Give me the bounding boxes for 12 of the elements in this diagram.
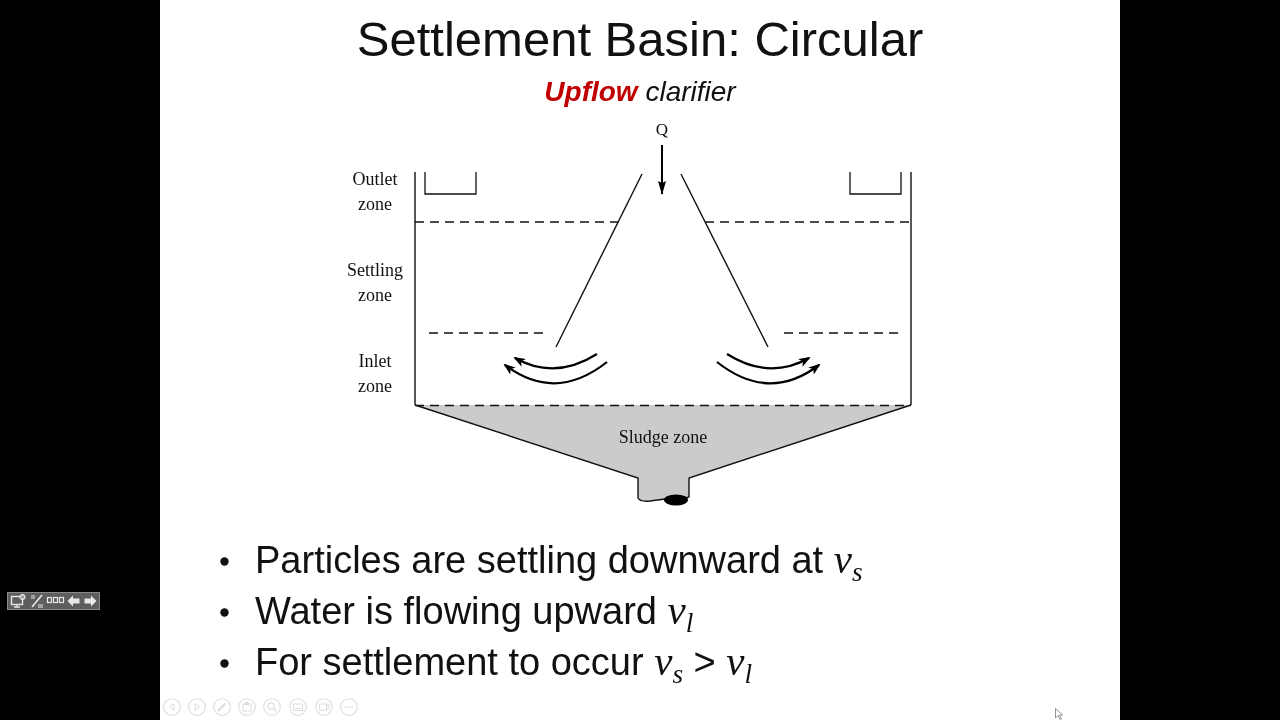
- bullet-text: For settlement to occur v$_{s}$ > v$_{l}$: [255, 637, 753, 686]
- feed-well: [555, 173, 769, 348]
- zone-label: Sludge zone: [618, 426, 708, 448]
- bullet-text: Water is flowing upward v$_{l}$: [255, 586, 694, 635]
- zone-label: Outlet zone: [352, 168, 398, 216]
- arrow: [658, 144, 666, 195]
- bullet-text: Particles are settling downward at v$_{s}$: [255, 535, 863, 584]
- zone-label: Settling zone: [347, 259, 403, 307]
- zone-label: Inlet zone: [358, 350, 392, 398]
- flow-label: Q: [655, 119, 669, 140]
- slide-title: Settlement Basin: Circular: [356, 11, 924, 68]
- subtitle: Upflow clarifier: [544, 76, 736, 108]
